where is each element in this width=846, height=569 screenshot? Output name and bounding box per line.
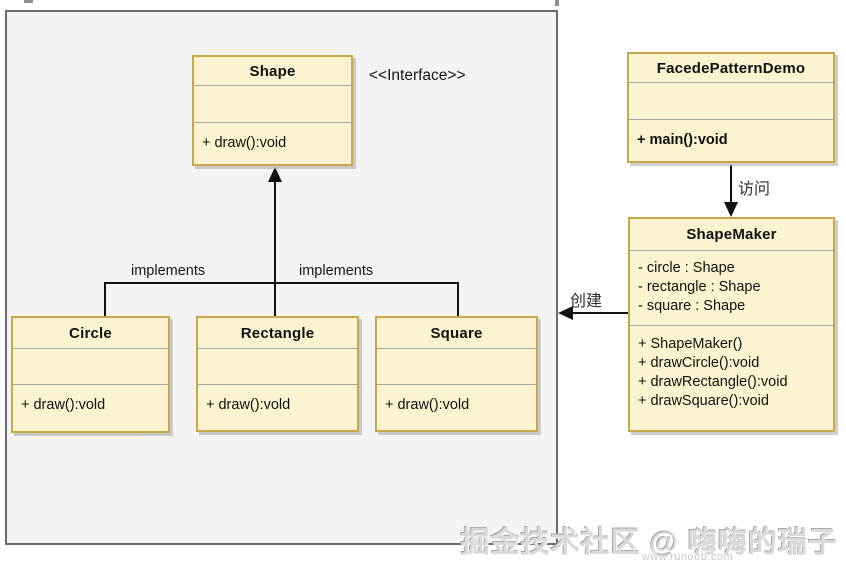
watermark-site: www.runoob.com bbox=[641, 551, 734, 563]
arrowhead-down-icon bbox=[724, 202, 738, 217]
method-row: + drawCircle():void bbox=[638, 355, 760, 371]
class-shape-maker: ShapeMaker - circle : Shape - rectangle … bbox=[628, 217, 835, 432]
method-row: + drawRectangle():void bbox=[638, 374, 788, 390]
class-rectangle: Rectangle + draw():vold bbox=[196, 316, 359, 432]
class-title: Square bbox=[377, 318, 536, 349]
attributes-section bbox=[629, 83, 833, 120]
class-shape: Shape + draw():void bbox=[192, 55, 353, 166]
cropped-text-fragment bbox=[555, 0, 559, 6]
methods-section: + draw():void bbox=[194, 123, 351, 153]
methods-section: + draw():vold bbox=[13, 385, 168, 415]
cropped-text-fragment bbox=[24, 0, 33, 3]
access-connector bbox=[724, 165, 738, 217]
class-title: ShapeMaker bbox=[630, 219, 833, 251]
class-circle: Circle + draw():vold bbox=[11, 316, 170, 433]
attributes-section bbox=[198, 349, 357, 385]
class-facede-pattern-demo: FacedePatternDemo + main():void bbox=[627, 52, 835, 163]
attribute-row: - rectangle : Shape bbox=[638, 279, 761, 295]
method-row: + draw():vold bbox=[206, 397, 291, 413]
attribute-row: - circle : Shape bbox=[638, 260, 735, 276]
attribute-row: - square : Shape bbox=[638, 298, 746, 314]
method-row: + main():void bbox=[637, 132, 728, 148]
method-row: + ShapeMaker() bbox=[638, 336, 743, 352]
access-relation-label: 访问 bbox=[738, 181, 771, 198]
methods-section: + ShapeMaker() + drawCircle():void + dra… bbox=[630, 326, 833, 411]
methods-section: + main():void bbox=[629, 120, 833, 150]
class-title: Circle bbox=[13, 318, 168, 349]
attributes-section bbox=[13, 349, 168, 385]
class-square: Square + draw():vold bbox=[375, 316, 538, 432]
class-title: FacedePatternDemo bbox=[629, 54, 833, 83]
watermark-community: 掘金技术社区 @ 嗨嗨的瑞子 bbox=[460, 527, 838, 559]
class-title: Rectangle bbox=[198, 318, 357, 349]
method-row: + draw():vold bbox=[385, 397, 470, 413]
method-row: + drawSquare():void bbox=[638, 393, 769, 409]
implements-label: implements bbox=[131, 263, 206, 279]
attributes-section bbox=[377, 349, 536, 385]
methods-section: + draw():vold bbox=[377, 385, 536, 415]
attributes-section bbox=[194, 86, 351, 123]
interface-stereotype-label: <<Interface>> bbox=[369, 67, 466, 84]
method-row: + draw():vold bbox=[21, 397, 106, 413]
implements-label: implements bbox=[299, 263, 374, 279]
methods-section: + draw():vold bbox=[198, 385, 357, 415]
class-title: Shape bbox=[194, 57, 351, 86]
attributes-section: - circle : Shape - rectangle : Shape - s… bbox=[630, 251, 833, 326]
create-relation-label: 创建 bbox=[570, 293, 603, 310]
method-row: + draw():void bbox=[202, 135, 287, 151]
